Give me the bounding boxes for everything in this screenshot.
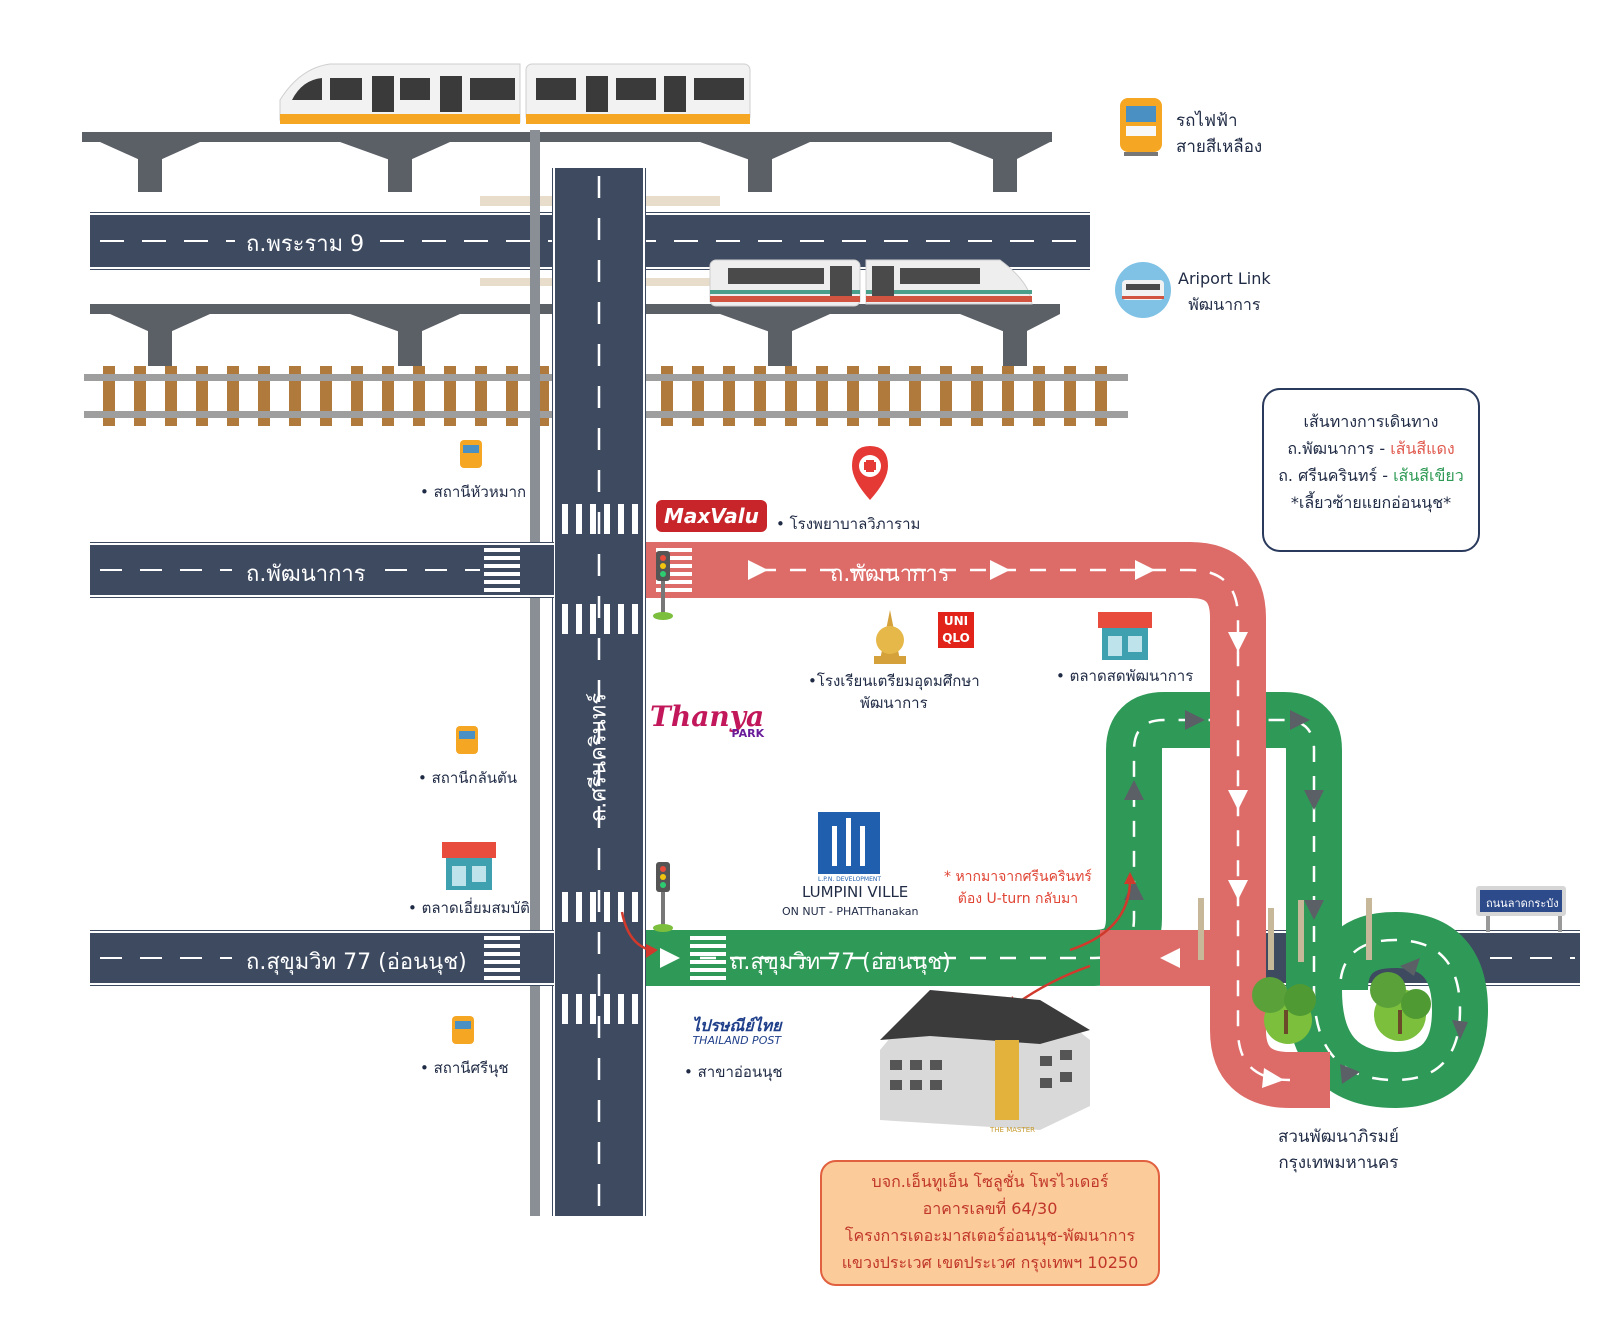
lumpini-label: LUMPINI VILLE ON NUT - PHATThanakan (782, 882, 918, 922)
red-crosswalk (656, 548, 692, 592)
route-legend-box: เส้นทางการเดินทาง ถ.พัฒนาการ - เส้นสีแดง… (1262, 388, 1480, 552)
legend-red-color: เส้นสีแดง (1390, 439, 1455, 458)
legend-red-line: ถ.พัฒนาการ - เส้นสีแดง (1264, 435, 1478, 462)
lat-krabang-sign (1476, 886, 1566, 932)
thanya-park-logo: Thanya PARK (650, 700, 764, 740)
legend-green-line: ถ. ศรีนครินทร์ - เส้นสีเขียว (1264, 462, 1478, 489)
traffic-light-sukhumvit (653, 862, 673, 932)
road-label-sukhumvit-left: ถ.สุขุมวิท 77 (อ่อนนุช) (246, 950, 467, 975)
lumpini-label-line2: ON NUT - PHATThanakan (782, 905, 919, 918)
market-shop-icon-left (442, 842, 496, 890)
red-route-dashes (760, 568, 1291, 1082)
address-line1: บจก.เอ็นทูเอ็น โซลูชั่น โพรไวเดอร์ (871, 1172, 1109, 1191)
bts-yellow-label: รถไฟฟ้า สายสีเหลือง (1176, 108, 1262, 160)
bts-yellow-train (279, 63, 751, 124)
school-label: •โรงเรียนเตรียมอุดมศึกษา พัฒนาการ (808, 670, 980, 714)
legend-green-color: เส้นสีเขียว (1393, 466, 1464, 485)
lumpini-logo-icon (818, 812, 880, 874)
uturn-note: * หากมาจากศรีนครินทร์ ต้อง U-turn กลับมา (944, 866, 1092, 910)
legend-turn-note: *เลี้ยวซ้ายแยกอ่อนนุช* (1290, 493, 1452, 512)
market-right-label: • ตลาดสดพัฒนาการ (1056, 667, 1194, 685)
market-left-label: • ตลาดเอี่ยมสมบัติ (408, 899, 530, 917)
airport-link-icon (1115, 262, 1171, 318)
airport-link-label-line2: พัฒนาการ (1188, 295, 1261, 314)
lumpini-label-line1: LUMPINI VILLE (802, 883, 909, 901)
road-label-rama9: ถ.พระราม 9 (246, 232, 365, 257)
uniqlo-logo-line2: QLO (942, 631, 970, 645)
road-label-phatthanakan-right: ถ.พัฒนาการ (830, 562, 950, 587)
road-label-sukhumvit-right: ถ.สุขุมวิท 77 (อ่อนนุช) (730, 950, 951, 975)
uniqlo-logo: UNI QLO (938, 612, 974, 648)
maxvalu-logo: MaxValu (656, 500, 767, 532)
hospital-pin-icon (852, 446, 888, 500)
hospital-label: • โรงพยาบาลวิภาราม (776, 515, 921, 533)
lumpini-logo-text: L.P.N. DEVELOPMENT (818, 876, 882, 883)
airport-link-label-line1: Ariport Link (1178, 269, 1271, 288)
park-gate-posts (1198, 898, 1372, 970)
school-emblem-icon (874, 610, 906, 664)
uturn-note-line1: * หากมาจากศรีนครินทร์ (944, 869, 1092, 885)
phatthanakan-road (90, 504, 638, 634)
park-label-line1: สวนพัฒนาภิรมย์ (1278, 1127, 1399, 1147)
school-label-line1: •โรงเรียนเตรียมอุดมศึกษา (808, 672, 980, 690)
lat-krabang-sign-text: ถนนลาดกระบัง (1486, 897, 1559, 910)
bts-yellow-label-line2: สายสีเหลือง (1176, 137, 1263, 157)
bts-yellow-label-line1: รถไฟฟ้า (1176, 111, 1238, 131)
station-hua-mak-label: • สถานีหัวหมาก (420, 483, 527, 501)
the-master-building-icon (880, 990, 1090, 1130)
post-office-label: • สาขาอ่อนนุช (684, 1063, 783, 1081)
market-shop-icon-right (1098, 612, 1152, 660)
airport-link-train (709, 259, 1033, 307)
bts-yellow-viaduct (82, 132, 1052, 192)
thanya-logo-text: Thanya (650, 700, 765, 733)
address-line3: โครงการเดอะมาสเตอร์อ่อนนุช-พัฒนาการ (844, 1226, 1136, 1245)
station-si-nut-label: • สถานีศรีนุช (420, 1059, 509, 1077)
srinakarin-road (530, 130, 646, 1216)
route-arrows (660, 560, 1284, 1088)
station-klan-ton-label: • สถานีกลันตัน (418, 769, 518, 787)
uturn-note-line2: ต้อง U-turn กลับมา (957, 891, 1079, 907)
station-icon-si-nut (452, 1016, 474, 1044)
station-icon-hua-mak (460, 440, 482, 468)
school-label-line2: พัฒนาการ (859, 694, 928, 712)
address-line2: อาคารเลขที่ 64/30 (922, 1199, 1058, 1218)
thailand-post-logo-thai: ไปรษณีย์ไทย (692, 1016, 782, 1035)
road-label-srinakarin: ถ.ศรีนครินทร์ (586, 692, 612, 823)
thailand-post-logo-en: THAILAND POST (692, 1034, 782, 1047)
building-sign-text: THE MASTER (990, 1126, 1036, 1134)
station-icon-klan-ton (456, 726, 478, 754)
legend-green-prefix: ถ. ศรีนครินทร์ - (1278, 466, 1394, 485)
traffic-light-phatthanakan (653, 551, 673, 620)
park-trees (1252, 972, 1431, 1044)
park-label-line2: กรุงเทพมหานคร (1278, 1153, 1399, 1173)
road-label-phatthanakan-left: ถ.พัฒนาการ (246, 562, 366, 587)
bts-yellow-icon (1120, 98, 1162, 156)
uniqlo-logo-line1: UNI (943, 614, 969, 628)
legend-title: เส้นทางการเดินทาง (1303, 412, 1439, 431)
legend-red-prefix: ถ.พัฒนาการ - (1287, 439, 1391, 458)
address-box: บจก.เอ็นทูเอ็น โซลูชั่น โพรไวเดอร์ อาคาร… (820, 1160, 1160, 1286)
thanya-park-sub: PARK (731, 727, 765, 740)
park-label: สวนพัฒนาภิรมย์ กรุงเทพมหานคร (1278, 1124, 1399, 1176)
address-line4: แขวงประเวศ เขตประเวศ กรุงเทพฯ 10250 (841, 1253, 1139, 1272)
airport-link-label: Ariport Link พัฒนาการ (1178, 266, 1271, 318)
thailand-post-logo: ไปรษณีย์ไทย THAILAND POST (692, 1018, 782, 1048)
green-crosswalk (690, 936, 726, 980)
